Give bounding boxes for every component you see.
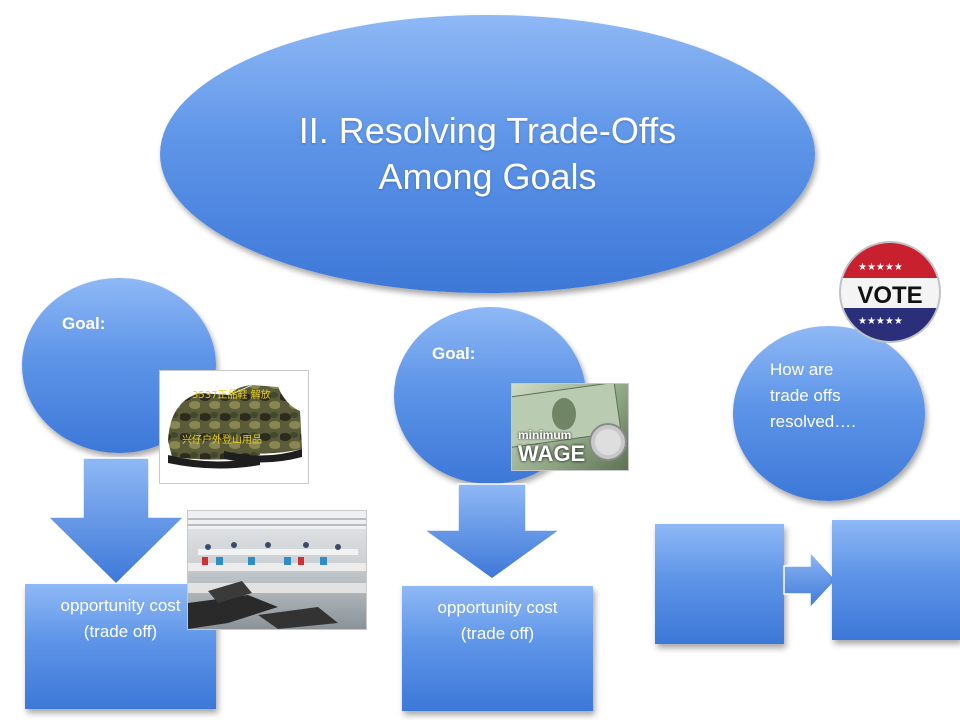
goal-label-left: Goal: bbox=[62, 314, 106, 333]
down-arrow-left bbox=[46, 457, 186, 586]
empty-box-right bbox=[832, 520, 960, 640]
question-line2: trade offs bbox=[770, 386, 841, 405]
opportunity-cost-line2: (trade off) bbox=[460, 624, 535, 643]
opportunity-cost-text-left: opportunity cost (trade off) bbox=[25, 593, 216, 645]
minimum-wage-photo: minimum WAGE bbox=[511, 383, 629, 471]
opportunity-cost-text-middle: opportunity cost (trade off) bbox=[402, 595, 593, 647]
right-arrow bbox=[783, 550, 838, 610]
opportunity-cost-box-left bbox=[25, 584, 216, 709]
question-ellipse bbox=[733, 326, 925, 501]
camouflage-shoes-photo: 3537正品鞋 解放 兴仔户外登山用品 bbox=[159, 370, 309, 484]
opportunity-cost-line2: (trade off) bbox=[83, 622, 158, 641]
empty-box-left bbox=[655, 524, 784, 644]
vote-badge-icon: ★★★★★ ★★★★★ VOTE bbox=[839, 241, 941, 343]
shoes-caption-line2: 兴仔户外登山用品 bbox=[182, 435, 262, 446]
factory-workers-photo bbox=[187, 510, 367, 630]
title-ellipse bbox=[160, 15, 815, 293]
svg-text:★★★★★: ★★★★★ bbox=[858, 316, 903, 327]
vote-text: VOTE bbox=[857, 282, 922, 309]
question-line1: How are bbox=[770, 360, 834, 379]
opportunity-cost-line1: opportunity cost bbox=[437, 598, 558, 617]
question-line3: resolved…. bbox=[770, 412, 856, 431]
goal-label-middle: Goal: bbox=[432, 344, 476, 363]
opportunity-cost-line1: opportunity cost bbox=[60, 596, 181, 615]
minimum-wage-text-line2: WAGE bbox=[518, 441, 586, 466]
minimum-wage-text-line1: minimum bbox=[518, 428, 572, 442]
question-text: How are trade offs resolved…. bbox=[770, 357, 856, 435]
slide-title-line1: II. Resolving Trade-Offs bbox=[298, 110, 677, 151]
slide-title: II. Resolving Trade-Offs Among Goals bbox=[160, 108, 815, 200]
down-arrow-middle bbox=[422, 483, 562, 580]
slide-title-line2: Among Goals bbox=[378, 156, 597, 197]
svg-text:★★★★★: ★★★★★ bbox=[858, 262, 903, 273]
opportunity-cost-box-middle bbox=[402, 586, 593, 711]
shoes-caption-line1: 3537正品鞋 解放 bbox=[192, 390, 271, 401]
